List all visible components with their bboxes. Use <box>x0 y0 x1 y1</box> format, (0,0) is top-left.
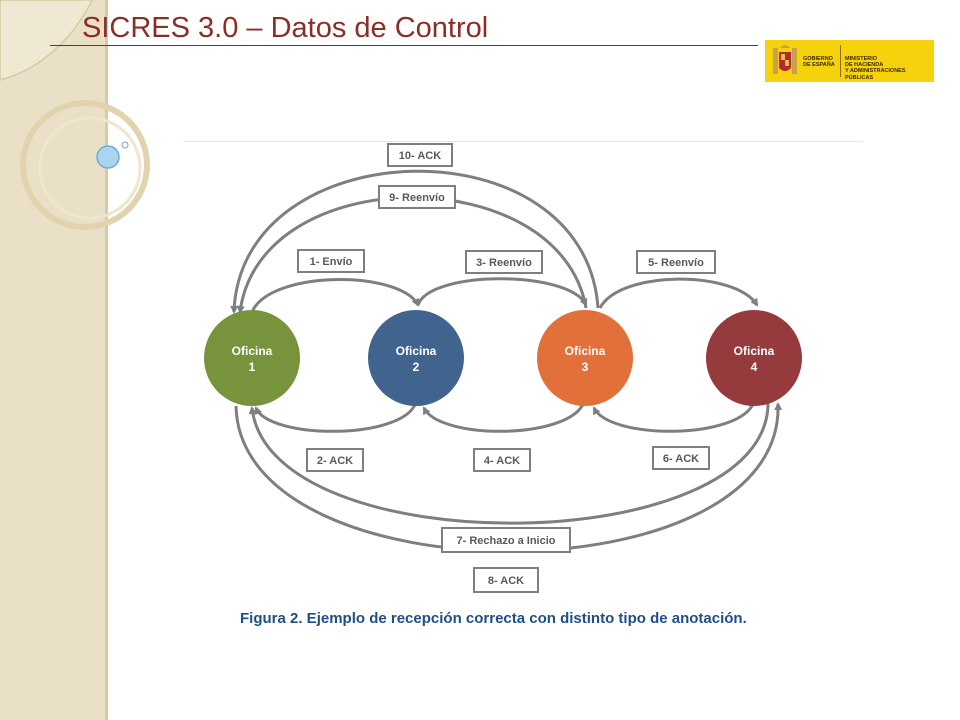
edge-label-10-ack: 10- ACK <box>387 143 453 167</box>
slide-title: SICRES 3.0 – Datos de Control <box>82 12 489 44</box>
node-oficina-3: Oficina 3 <box>537 310 633 406</box>
svg-text:1- Envío: 1- Envío <box>310 256 353 268</box>
side-band <box>0 0 105 720</box>
node-oficina-1: Oficina 1 <box>204 310 300 406</box>
svg-text:7- Rechazo a Inicio: 7- Rechazo a Inicio <box>456 535 555 547</box>
logo-separator <box>840 45 841 77</box>
edge-label-7-rechazo: 7- Rechazo a Inicio <box>441 527 571 553</box>
node-label: Oficina <box>232 344 273 358</box>
edge-4-ack <box>422 401 586 433</box>
node-oficina-2-circle <box>368 310 464 406</box>
edge-7-rechazo <box>248 401 770 525</box>
edge-label-6-ack: 6- ACK <box>652 446 710 470</box>
node-label: Oficina <box>734 344 775 358</box>
title-underline <box>50 45 758 46</box>
side-band-edge <box>105 0 108 720</box>
figure-caption: Figura 2. Ejemplo de recepción correcta … <box>240 610 747 627</box>
node-oficina-3-circle <box>537 310 633 406</box>
edge-2-ack <box>254 401 418 433</box>
edge-label-1-envio: 1- Envío <box>297 249 365 273</box>
edge-label-9-reenvio: 9- Reenvío <box>378 185 456 209</box>
coat-of-arms-icon <box>773 45 797 74</box>
diagram-top-rule <box>183 141 863 142</box>
logo-left-text: GOBIERNO DE ESPAÑA <box>803 56 835 69</box>
edge-label-5-reenvio: 5- Reenvío <box>636 250 716 274</box>
caption-text: Ejemplo de recepción correcta con distin… <box>302 610 747 627</box>
node-number: 2 <box>413 360 420 374</box>
node-label: Oficina <box>396 344 437 358</box>
svg-text:9- Reenvío: 9- Reenvío <box>389 192 445 204</box>
svg-text:4- ACK: 4- ACK <box>484 455 520 467</box>
edge-3-reenvio <box>416 277 588 307</box>
svg-text:2- ACK: 2- ACK <box>317 455 353 467</box>
node-oficina-1-circle <box>204 310 300 406</box>
node-label: Oficina <box>565 344 606 358</box>
node-number: 4 <box>751 360 758 374</box>
logo-right-text: MINISTERIO DE HACIENDA Y ADMINISTRACIONE… <box>845 56 906 81</box>
edge-6-ack <box>592 401 756 433</box>
decorative-rings <box>0 0 150 230</box>
svg-text:6- ACK: 6- ACK <box>663 453 699 465</box>
svg-text:3- Reenvío: 3- Reenvío <box>476 257 532 269</box>
bubble-small <box>121 141 129 149</box>
node-oficina-4-circle <box>706 310 802 406</box>
node-number: 3 <box>582 360 589 374</box>
svg-text:5- Reenvío: 5- Reenvío <box>648 257 704 269</box>
edge-label-4-ack: 4- ACK <box>473 448 531 472</box>
svg-text:8- ACK: 8- ACK <box>488 575 524 587</box>
edge-label-2-ack: 2- ACK <box>306 448 364 472</box>
node-number: 1 <box>249 360 256 374</box>
node-oficina-4: Oficina 4 <box>706 310 802 406</box>
bubble-large <box>96 145 120 169</box>
svg-text:10- ACK: 10- ACK <box>399 150 441 162</box>
government-logo: GOBIERNO DE ESPAÑA MINISTERIO DE HACIEND… <box>765 40 934 82</box>
node-oficina-2: Oficina 2 <box>368 310 464 406</box>
edge-10-ack <box>230 169 600 314</box>
edge-1-envio <box>250 278 420 313</box>
caption-prefix: Figura 2. <box>240 610 303 627</box>
edge-5-reenvio <box>598 277 759 309</box>
edge-label-3-reenvio: 3- Reenvío <box>465 250 543 274</box>
edge-label-8-ack: 8- ACK <box>473 567 539 593</box>
